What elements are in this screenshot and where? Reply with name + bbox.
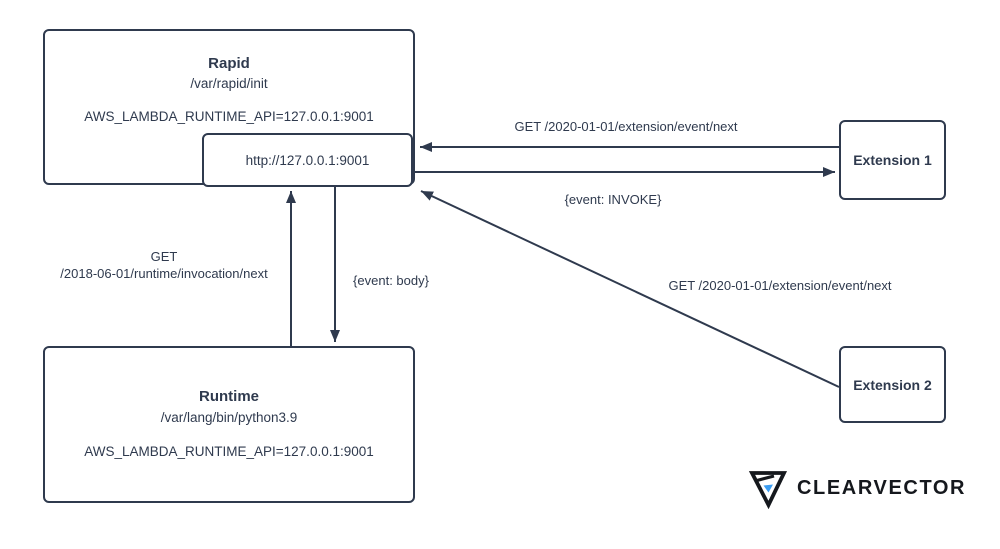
extension2-node: Extension 2 — [839, 346, 946, 423]
extension2-title: Extension 2 — [853, 376, 932, 393]
clearvector-logo-text: CLEARVECTOR — [797, 476, 967, 499]
extension1-node: Extension 1 — [839, 120, 946, 200]
clearvector-logo-icon — [748, 471, 788, 509]
label-ext2-get: GET /2020-01-01/extension/event/next — [668, 278, 892, 293]
runtime-node: Runtime /var/lang/bin/python3.9 AWS_LAMB… — [43, 346, 415, 503]
extension1-title: Extension 1 — [853, 152, 932, 168]
endpoint-url: http://127.0.0.1:9001 — [245, 152, 370, 168]
rapid-env-var: AWS_LAMBDA_RUNTIME_API=127.0.0.1:9001 — [84, 109, 374, 124]
label-ext1-invoke: {event: INVOKE} — [564, 192, 662, 207]
label-runtime-get-line2: /2018-06-01/runtime/invocation/next — [60, 266, 268, 281]
label-runtime-get: GET /2018-06-01/runtime/invocation/next — [28, 248, 300, 282]
label-runtime-event: {event: body} — [353, 273, 429, 288]
endpoint-node: http://127.0.0.1:9001 — [202, 133, 413, 187]
rapid-title: Rapid — [208, 55, 250, 72]
clearvector-logo: CLEARVECTOR — [748, 464, 966, 512]
label-ext1-get: GET /2020-01-01/extension/event/next — [514, 119, 738, 134]
runtime-env-var: AWS_LAMBDA_RUNTIME_API=127.0.0.1:9001 — [84, 444, 374, 459]
label-runtime-get-line1: GET — [150, 249, 178, 264]
runtime-title: Runtime — [199, 388, 259, 405]
rapid-path: /var/rapid/init — [190, 76, 268, 91]
runtime-path: /var/lang/bin/python3.9 — [160, 410, 298, 425]
